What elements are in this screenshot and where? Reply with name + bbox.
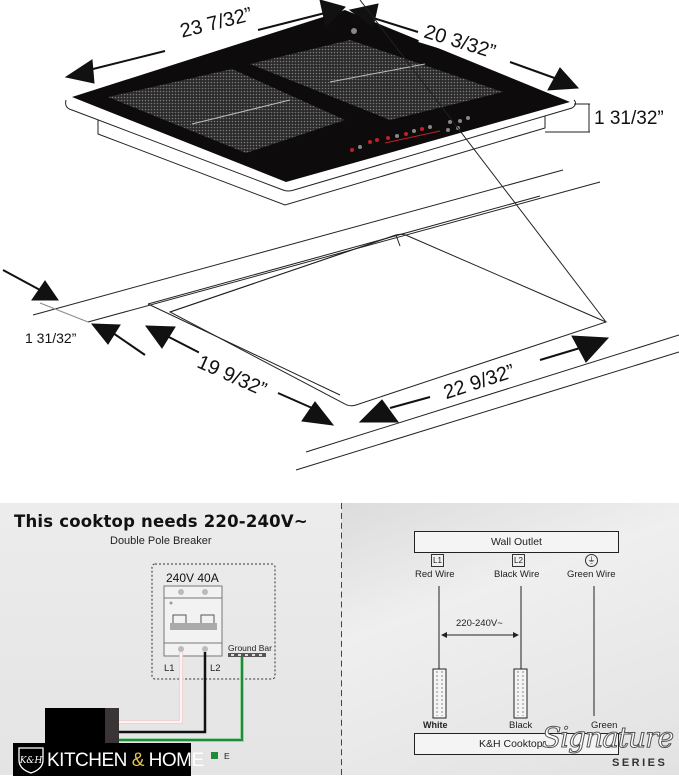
brand-word-home: HOME (143, 750, 205, 771)
cooktop-box-label: K&H Cooktop (479, 738, 543, 750)
wall-outlet-box: Wall Outlet (414, 531, 619, 553)
outlet-terminal-l2: L2 (512, 554, 525, 567)
voltage-requirement-headline: This cooktop needs 220-240V~ (14, 512, 308, 531)
cooktop-glass (72, 10, 570, 182)
white-lead-label: White (423, 720, 448, 730)
brand-word-kitchen: KITCHEN (47, 750, 132, 771)
outlet-wiring-panel: Wall Outlet L1 L2 ⏚ Red Wire Black Wire … (342, 503, 679, 775)
outlet-wiring-lines (432, 586, 595, 719)
black-wire-label: Black Wire (494, 569, 540, 580)
cutout-depth-arrows (144, 325, 335, 426)
brand-name: KITCHEN & HOME (47, 750, 204, 772)
terminal-l1-label: L1 (164, 663, 175, 674)
series-label: SERIES (612, 757, 668, 769)
control-panel (350, 28, 470, 152)
cutout-width-arrows (358, 335, 610, 423)
shield-emblem-icon: K&H (18, 747, 44, 774)
width-dimension-arrow (64, 0, 346, 84)
cooktop-dimension-drawing (2, 0, 679, 471)
green-lead-label: Green (591, 720, 618, 731)
cutout-thickness-arrows (2, 269, 146, 356)
red-wire-label: Red Wire (415, 569, 455, 580)
kitchen-and-home-logo: K&H KITCHEN & HOME (13, 743, 204, 776)
breaker-subheading: Double Pole Breaker (110, 535, 212, 547)
outlet-terminal-l1: L1 (431, 554, 444, 567)
height-dimension-bracket (545, 103, 590, 133)
cooktop-box: K&H Cooktop (414, 733, 619, 755)
breaker-diagram (45, 563, 276, 759)
brand-ampersand: & (131, 750, 145, 771)
wiring-section: This cooktop needs 220-240V~ Double Pole… (0, 503, 679, 776)
svg-text:K&H: K&H (19, 756, 43, 766)
black-lead-label: Black (509, 720, 533, 731)
cooktop-height-label: 1 31/32” (591, 108, 667, 130)
ground-legend-label: E (224, 751, 230, 761)
terminal-l2-label: L2 (210, 663, 221, 674)
cutout-thickness-label: 1 31/32” (22, 330, 80, 346)
breaker-rating: 240V 40A (166, 571, 219, 585)
depth-dimension-arrow (348, 3, 580, 91)
signature-series-wordmark: Signature (541, 721, 674, 755)
voltage-label: 220-240V~ (456, 618, 503, 629)
ground-bar-label: Ground Bar (228, 643, 272, 653)
green-wire-label: Green Wire (567, 569, 616, 580)
cooking-zone-right (250, 40, 503, 120)
breaker-wiring-panel: This cooktop needs 220-240V~ Double Pole… (0, 503, 342, 776)
ground-symbol-icon: ⏚ (585, 554, 598, 567)
cooking-zone-left (108, 69, 345, 153)
countertop-cutout (32, 0, 679, 471)
